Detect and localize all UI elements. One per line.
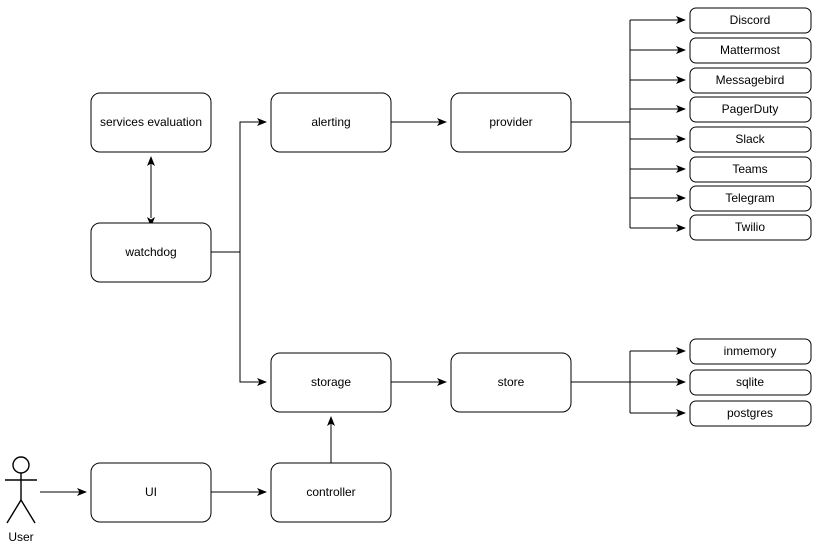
- user-actor[interactable]: User: [5, 456, 37, 544]
- provider-target-label-discord: Discord: [730, 13, 771, 27]
- provider-target-list: Discord Mattermost Messagebird PagerDuty…: [689, 7, 812, 241]
- node-layer: services evaluation watchdog alerting pr…: [90, 92, 572, 523]
- actor-leg-right: [20, 499, 36, 524]
- node-label-store: store: [498, 375, 525, 389]
- user-actor-label: User: [8, 530, 33, 544]
- node-label-provider: provider: [489, 115, 532, 129]
- store-target-label-postgres: postgres: [727, 406, 773, 420]
- store-target-list: inmemory sqlite postgres: [689, 338, 812, 427]
- node-label-storage: storage: [311, 375, 351, 389]
- node-label-services-evaluation: services evaluation: [100, 115, 202, 129]
- provider-target-label-teams: Teams: [732, 162, 767, 176]
- provider-target-label-pagerduty: PagerDuty: [722, 102, 779, 116]
- node-label-controller: controller: [306, 485, 355, 499]
- store-target-postgres[interactable]: postgres: [689, 400, 812, 427]
- node-alerting[interactable]: alerting: [270, 92, 392, 153]
- node-services-evaluation[interactable]: services evaluation: [90, 92, 212, 153]
- provider-target-pagerduty[interactable]: PagerDuty: [689, 96, 812, 123]
- provider-target-telegram[interactable]: Telegram: [689, 185, 812, 212]
- node-label-ui: UI: [145, 485, 157, 499]
- provider-target-messagebird[interactable]: Messagebird: [689, 67, 812, 94]
- node-label-alerting: alerting: [311, 115, 350, 129]
- node-label-watchdog: watchdog: [124, 245, 176, 259]
- store-target-label-sqlite: sqlite: [736, 375, 764, 389]
- node-storage[interactable]: storage: [270, 352, 392, 413]
- provider-target-label-messagebird: Messagebird: [716, 73, 785, 87]
- store-target-label-inmemory: inmemory: [724, 344, 777, 358]
- provider-target-label-telegram: Telegram: [725, 191, 774, 205]
- edge-layer: [40, 16, 686, 496]
- provider-target-slack[interactable]: Slack: [689, 126, 812, 153]
- provider-target-mattermost[interactable]: Mattermost: [689, 37, 812, 64]
- node-controller[interactable]: controller: [270, 462, 392, 523]
- store-target-sqlite[interactable]: sqlite: [689, 369, 812, 396]
- provider-target-label-slack: Slack: [735, 132, 765, 146]
- node-ui[interactable]: UI: [90, 462, 212, 523]
- provider-target-discord[interactable]: Discord: [689, 7, 812, 34]
- provider-target-label-mattermost: Mattermost: [720, 43, 781, 57]
- provider-target-teams[interactable]: Teams: [689, 156, 812, 183]
- edge-store-fanout: [571, 347, 686, 417]
- provider-target-label-twilio: Twilio: [735, 220, 765, 234]
- node-provider[interactable]: provider: [450, 92, 572, 153]
- node-store[interactable]: store: [450, 352, 572, 413]
- store-target-inmemory[interactable]: inmemory: [689, 338, 812, 365]
- edge-provider-fanout: [571, 16, 686, 232]
- edge-watchdog-branch: [211, 118, 267, 386]
- provider-target-twilio[interactable]: Twilio: [689, 214, 812, 241]
- node-watchdog[interactable]: watchdog: [90, 222, 212, 283]
- actor-leg-left: [6, 499, 22, 524]
- actor-head-icon: [12, 456, 30, 474]
